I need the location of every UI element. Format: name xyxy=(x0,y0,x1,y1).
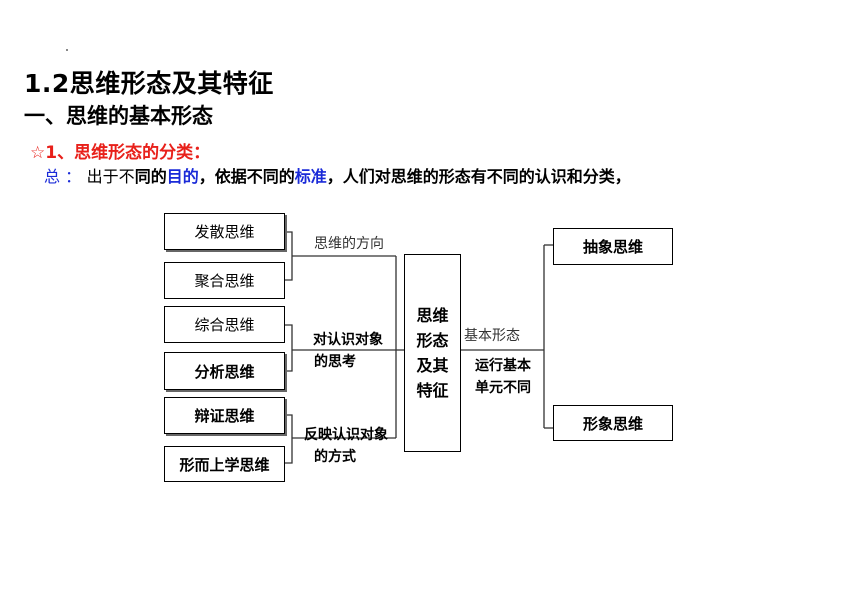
right-label-unit: 运行基本 单元不同 xyxy=(462,355,544,399)
right-label-unit-line-1: 运行基本 xyxy=(475,358,531,374)
page-title: 1.2思维形态及其特征 xyxy=(24,69,274,98)
page-subtitle: 一、思维的基本形态 xyxy=(24,104,213,128)
group-label-thinking-line-2: 的思考 xyxy=(314,354,356,370)
group-label-thinking: 对认识对象 的思考 xyxy=(300,329,396,373)
bracket-group-1 xyxy=(285,231,293,281)
center-box-thinking-forms: 思维 形态 及其 特征 xyxy=(404,254,461,452)
summary-part-6: ，人们对思维的形态有不同的认识和分类， xyxy=(326,167,631,186)
summary-text: 总 ： 出于不同的目的，依据不同的标准，人们对思维的形态有不同的认识和分类， xyxy=(44,163,631,187)
box-synthetic-thinking: 综合思维 xyxy=(164,306,285,343)
right-label-basic-form: 基本形态 xyxy=(464,328,520,344)
group-label-thinking-line-1: 对认识对象 xyxy=(313,332,383,348)
box-dialectical-thinking: 辩证思维 xyxy=(164,397,285,434)
right-label-unit-line-2: 单元不同 xyxy=(475,380,531,396)
summary-part-2: 同的 xyxy=(134,167,167,186)
box-analytic-thinking: 分析思维 xyxy=(164,352,285,390)
group-label-reflection-line-2: 的方式 xyxy=(314,449,356,465)
summary-keyword-standard: 标准 xyxy=(294,167,327,186)
center-box-line-3: 及其 xyxy=(416,356,449,375)
bracket-group-3 xyxy=(285,414,293,464)
box-abstract-thinking: 抽象思维 xyxy=(553,228,673,265)
box-divergent-thinking: 发散思维 xyxy=(164,213,285,250)
bracket-group-2 xyxy=(285,324,293,372)
group-label-direction: 思维的方向 xyxy=(305,233,393,255)
group-label-direction-line-1: 思维的方向 xyxy=(314,236,384,252)
center-box-line-2: 形态 xyxy=(416,331,449,350)
decor-dot xyxy=(66,49,68,51)
box-metaphysical-thinking: 形而上学思维 xyxy=(164,446,285,482)
group-label-reflection: 反映认识对象 的方式 xyxy=(294,424,398,468)
box-convergent-thinking: 聚合思维 xyxy=(164,262,285,299)
box-image-thinking: 形象思维 xyxy=(553,405,673,441)
group-label-reflection-line-1: 反映认识对象 xyxy=(304,427,388,443)
summary-lead: 总 ： xyxy=(44,167,82,186)
summary-keyword-purpose: 目的 xyxy=(166,167,199,186)
center-box-line-1: 思维 xyxy=(416,306,449,325)
section-heading: ☆1、思维形态的分类： xyxy=(30,143,211,163)
summary-part-1: 出于不 xyxy=(86,167,135,186)
summary-part-4: ，依据不同的 xyxy=(198,167,295,186)
center-box-line-4: 特征 xyxy=(416,381,449,400)
